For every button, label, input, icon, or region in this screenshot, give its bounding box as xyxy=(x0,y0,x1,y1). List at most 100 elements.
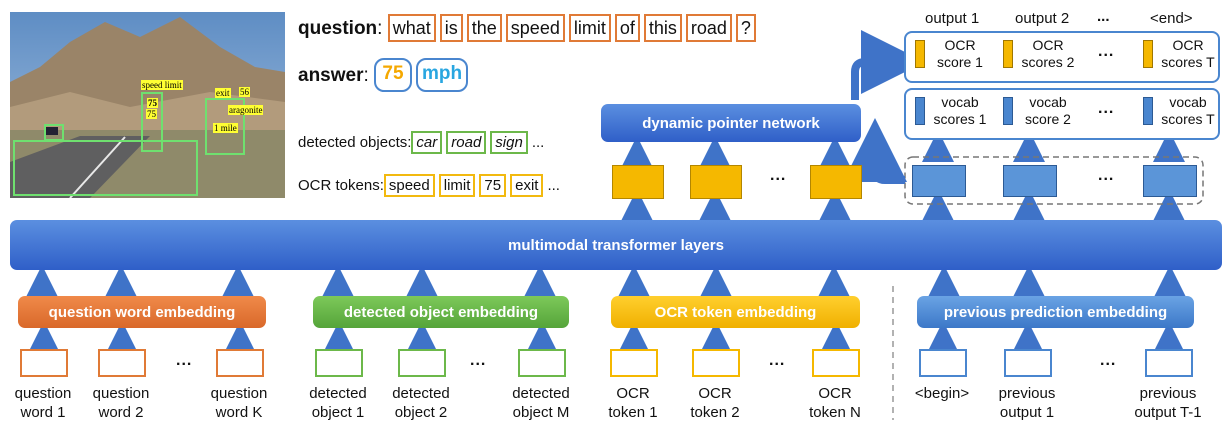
image-annotation: aragonite xyxy=(228,105,264,115)
question-input-label: question word K xyxy=(210,385,268,421)
ocr-token: speed xyxy=(383,174,435,197)
ocr-token: limit xyxy=(438,174,476,197)
output-title-1: output 1 xyxy=(925,10,980,27)
question-token: this xyxy=(643,14,682,42)
ocr-token: exit xyxy=(510,174,544,197)
detected-object-token: road xyxy=(446,131,487,154)
question-input-box xyxy=(20,349,68,377)
feedback-arrow xyxy=(843,118,907,184)
ocr-input-label: OCR token 2 xyxy=(690,385,740,421)
object-input-box xyxy=(315,349,363,377)
ocr-scores-box xyxy=(904,31,1220,83)
road-photo: speed limit 75 75 exit 56 aragonite 1 mi… xyxy=(10,12,285,198)
ocr-score-bar xyxy=(1143,40,1153,68)
decoder-feature-t xyxy=(1143,165,1197,197)
ocr-tokens-more: ... xyxy=(547,177,560,194)
output-title-end: <end> xyxy=(1150,10,1193,27)
detected-object-token: car xyxy=(411,131,443,154)
decoder-feature-1 xyxy=(912,165,966,197)
image-annotation: 75 xyxy=(146,109,157,119)
ocr-feature-n xyxy=(810,165,862,199)
detected-object-token: sign xyxy=(490,131,528,154)
previous-input-box xyxy=(1145,349,1193,377)
detected-objects-more: ... xyxy=(531,134,545,151)
ocr-input-label: OCR token 1 xyxy=(608,385,658,421)
ocr-score-label: OCR scores 2 xyxy=(1021,37,1075,70)
pointer-to-ocr-arrow xyxy=(851,30,925,100)
output-title-ellipsis: ... xyxy=(1097,8,1110,25)
answer-row: answer: 75 mph xyxy=(298,58,468,92)
ocr-tokens-label: OCR tokens: xyxy=(298,177,384,194)
previous-input-box xyxy=(1004,349,1052,377)
ocr-score-label: OCR score 1 xyxy=(937,37,983,70)
ocr-token: 75 xyxy=(479,174,507,197)
question-token: road xyxy=(685,14,732,42)
object-input-box xyxy=(398,349,446,377)
multimodal-transformer-layers: multimodal transformer layers xyxy=(10,220,1222,270)
output-title-2: output 2 xyxy=(1015,10,1070,27)
question-input-label: question word 1 xyxy=(14,385,72,421)
vocab-score-label: vocab scores 1 xyxy=(933,94,987,127)
previous-input-label: previous output 1 xyxy=(998,385,1056,421)
vocab-score-ellipsis: ... xyxy=(1098,100,1115,117)
image-annotation: 56 xyxy=(239,87,250,97)
image-annotation: speed limit xyxy=(141,80,183,90)
object-input-label: detected object 1 xyxy=(309,385,367,421)
vocab-score-bar xyxy=(1003,97,1013,125)
image-annotation: 75 xyxy=(147,98,158,108)
ocr-score-ellipsis: ... xyxy=(1098,43,1115,60)
ocr-token-embedding: OCR token embedding xyxy=(611,296,860,328)
image-annotation: exit xyxy=(215,88,231,98)
question-label: question xyxy=(298,18,378,39)
question-input-box xyxy=(216,349,264,377)
image-annotation: 1 mile xyxy=(213,123,238,133)
previous-input-label: previous output T-1 xyxy=(1134,385,1202,421)
previous-input-ellipsis: ... xyxy=(1100,352,1117,369)
question-token: of xyxy=(614,14,640,42)
ocr-input-box xyxy=(610,349,658,377)
dynamic-pointer-network: dynamic pointer network xyxy=(601,104,861,142)
object-input-label: detected object 2 xyxy=(392,385,450,421)
question-token: what xyxy=(387,14,436,42)
ocr-feature-1 xyxy=(612,165,664,199)
decoder-feature-ellipsis: ... xyxy=(1098,167,1115,184)
object-input-ellipsis: ... xyxy=(470,352,487,369)
decoder-feature-2 xyxy=(1003,165,1057,197)
ocr-input-ellipsis: ... xyxy=(769,352,786,369)
vocab-score-bar xyxy=(915,97,925,125)
ocr-input-label: OCR token N xyxy=(809,385,861,421)
ocr-input-box xyxy=(812,349,860,377)
question-word-embedding: question word embedding xyxy=(18,296,266,328)
question-input-ellipsis: ... xyxy=(176,352,193,369)
object-input-label: detected object M xyxy=(512,385,570,421)
ocr-score-label: OCR scores T xyxy=(1161,37,1215,70)
ocr-score-bar xyxy=(1003,40,1013,68)
detected-objects-label: detected objects: xyxy=(298,134,412,151)
vocab-score-label: vocab scores T xyxy=(1161,94,1215,127)
question-token: ? xyxy=(735,14,756,42)
ocr-feature-2 xyxy=(690,165,742,199)
question-token: limit xyxy=(568,14,611,42)
answer-token: 75 xyxy=(374,58,412,92)
vocab-scores-box xyxy=(904,88,1220,140)
ocr-score-bar xyxy=(915,40,925,68)
question-input-label: question word 2 xyxy=(92,385,150,421)
answer-label: answer xyxy=(298,65,364,86)
question-token: the xyxy=(466,14,502,42)
object-input-box xyxy=(518,349,566,377)
previous-input-box xyxy=(919,349,967,377)
detected-object-embedding: detected object embedding xyxy=(313,296,569,328)
ocr-input-box xyxy=(692,349,740,377)
question-token: speed xyxy=(505,14,565,42)
vocab-score-label: vocab score 2 xyxy=(1025,94,1071,127)
vocab-score-bar xyxy=(1143,97,1153,125)
answer-token: mph xyxy=(416,58,468,92)
previous-prediction-embedding: previous prediction embedding xyxy=(917,296,1194,328)
question-token: is xyxy=(439,14,463,42)
question-input-box xyxy=(98,349,146,377)
previous-output-group xyxy=(904,156,1204,205)
